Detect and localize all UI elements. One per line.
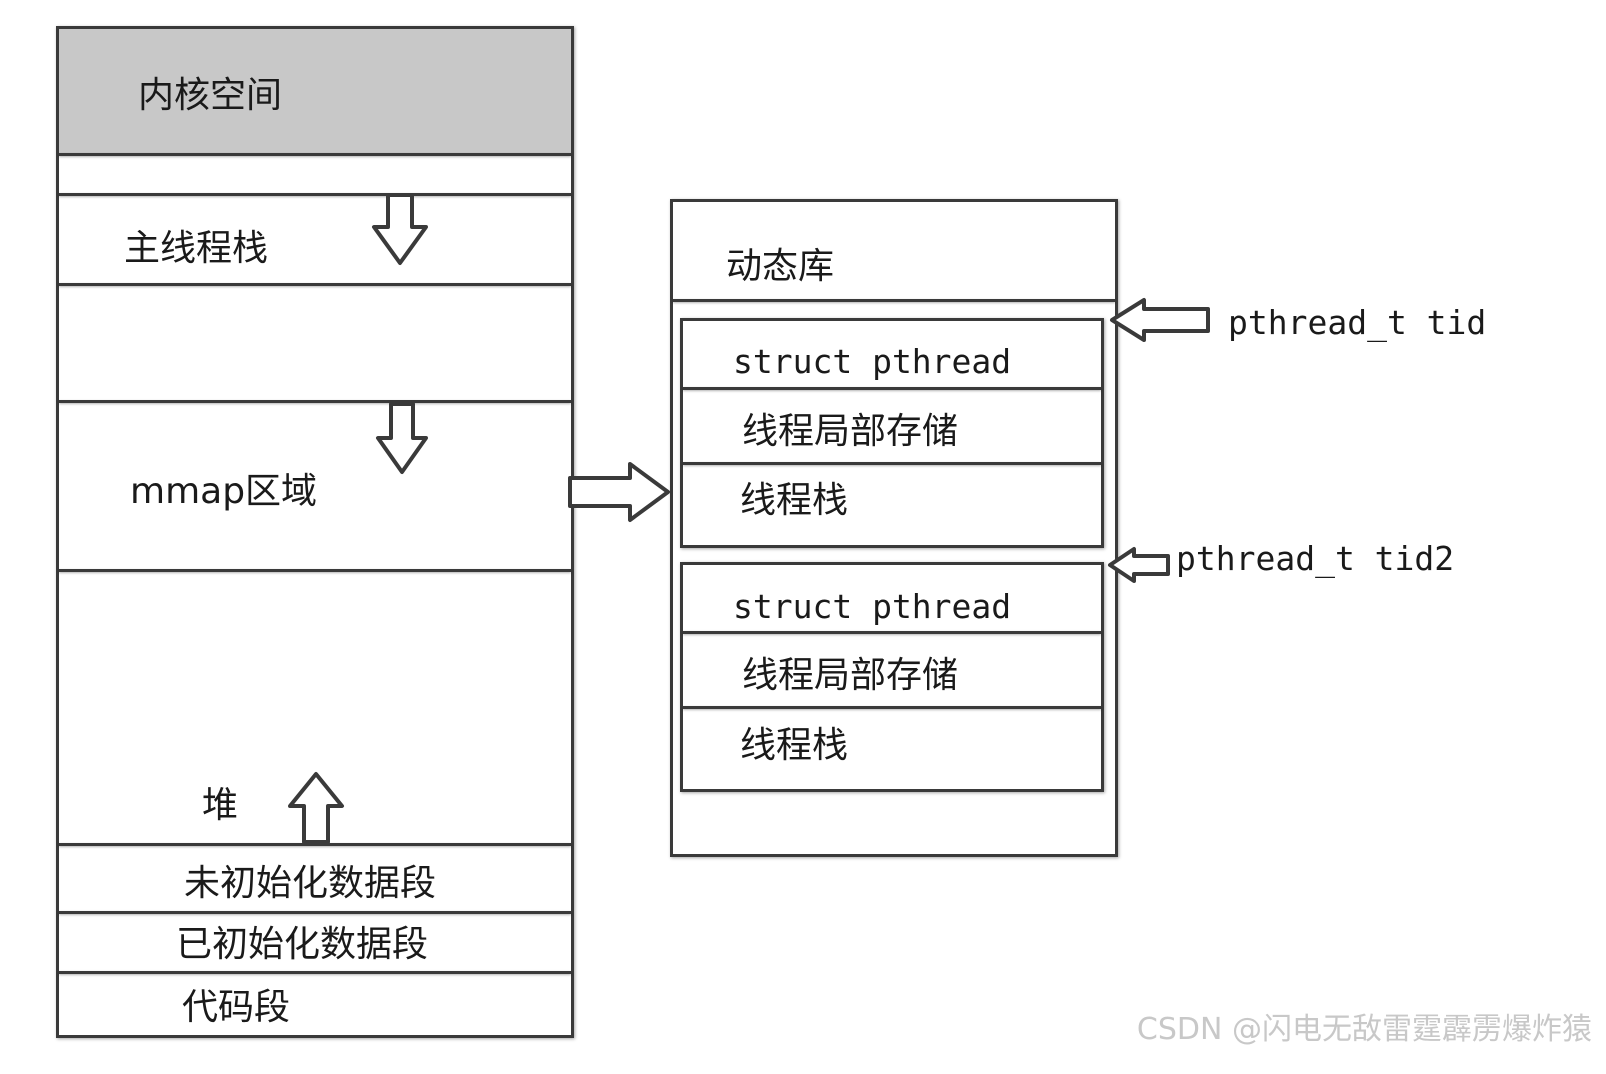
divider [59,153,571,156]
heap-grow-up-arrow-icon [288,772,344,844]
tid-pointer-label: pthread_t tid [1228,303,1487,342]
stack-grow-down-arrow-icon [372,193,428,265]
thread-2-block [680,562,1104,792]
main-thread-stack-label: 主线程栈 [124,228,269,269]
divider [59,193,571,196]
thread-1-struct-pthread: struct pthread [733,342,1012,381]
divider [59,843,571,846]
mmap-grow-down-arrow-icon [376,402,428,474]
thread-1-tls-label: 线程局部存储 [742,411,959,452]
kernel-space-label: 内核空间 [138,75,283,116]
tid-pointer-arrow-icon [1110,298,1210,342]
divider [59,283,571,286]
divider [683,631,1101,634]
kernel-space-region [59,29,571,153]
divider [59,911,571,914]
thread-1-stack-label: 线程栈 [740,480,849,521]
divider [673,299,1115,302]
tid2-pointer-arrow-icon [1108,547,1170,583]
divider [683,462,1101,465]
tid2-pointer-label: pthread_t tid2 [1176,539,1455,578]
code-segment-label: 代码段 [182,987,291,1028]
divider [683,387,1101,390]
csdn-watermark: CSDN @闪电无敌雷霆霹雳爆炸猿 [1136,1012,1592,1047]
mmap-region-label: mmap区域 [130,471,318,512]
divider [683,706,1101,709]
thread-2-tls-label: 线程局部存储 [742,655,959,696]
thread-1-block [680,318,1104,548]
heap-label: 堆 [202,785,239,826]
divider [59,971,571,974]
data-segment-label: 已初始化数据段 [176,924,429,965]
thread-2-struct-pthread: struct pthread [733,587,1012,626]
mmap-to-library-arrow-icon [568,462,670,522]
divider [59,400,571,403]
dynamic-library-title: 动态库 [726,246,835,287]
divider [59,569,571,572]
thread-2-stack-label: 线程栈 [740,725,849,766]
bss-segment-label: 未初始化数据段 [184,863,437,904]
